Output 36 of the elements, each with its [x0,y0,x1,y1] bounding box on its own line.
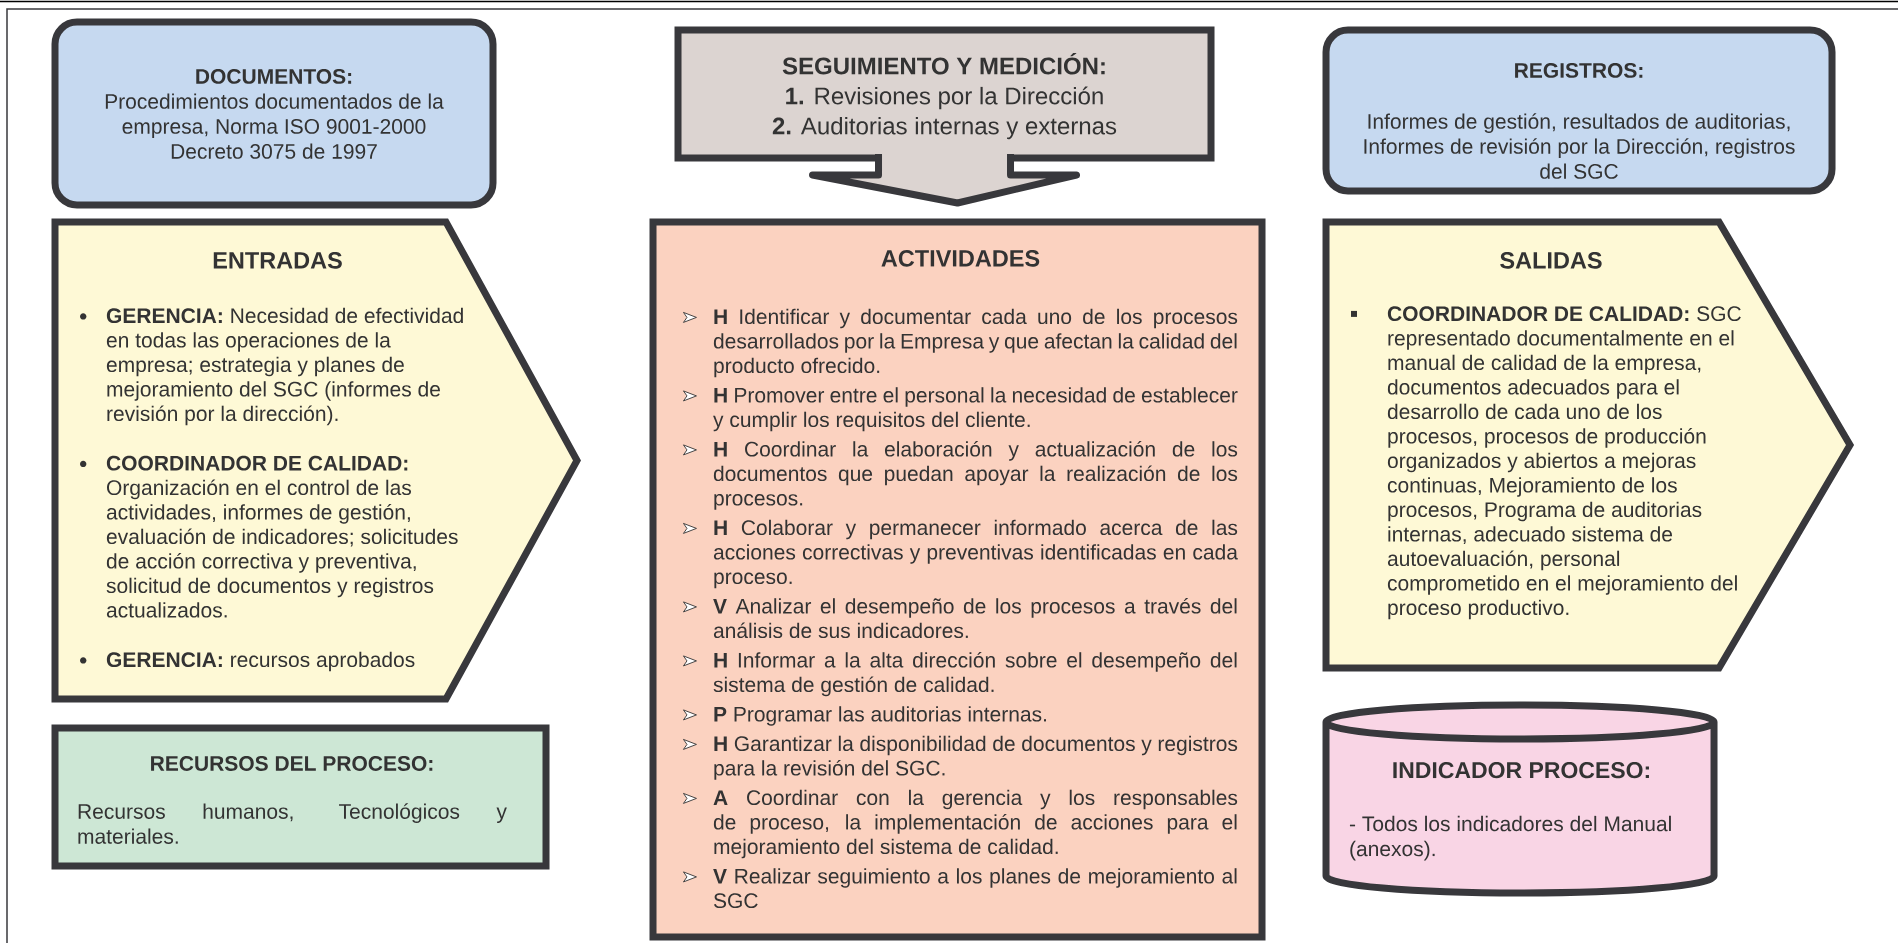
heading: SEGUIMIENTO Y MEDICIÓN: [782,53,1105,75]
list-item: GERENCIA: Necesidad de efectividad en todas las operaciones de la empresa; estrategia y planes de mejoramiento del SGC (informes de revisión por la dirección). [80,307,463,426]
heading: ACTIVIDADES [881,250,1040,267]
pentagon-arrow-box [51,218,581,703]
process-box [649,218,1266,941]
process-box [51,724,550,870]
body-text: 1. Revisiones por la Dirección [786,86,1103,110]
heading: RECURSOS DEL PROCESO: [151,756,433,771]
list-item: H Promover entre el personal la necesidad de establecer y cumplir los requisitos del cliente. [683,387,1238,432]
list-item: H Garantizar la disponibilidad de documentos y registros para la revisión del SGC. [683,735,1238,780]
heading: ENTRADAS [213,252,342,269]
body-text: Procedimientos documentados de la empresa, Norma ISO 9001-2000 Decreto 3075 de 1997 [105,93,444,159]
list-item: COORDINADOR DE CALIDAD: SGC representado documentalmente en el manual de calidad de la empresa, documentos adecuados para el desarrollo de cada uno de los procesos, procesos de producción organizados y abiertos a mejoras continuas, Mejoramiento de los procesos, Programa de auditorias internas, adecuado sistema de autoevaluación, personal comprometido en el mejoramiento del proceso productivo. [1351,306,1741,620]
heading: REGISTROS: [1515,63,1643,78]
process-box [674,26,1215,162]
pentagon-arrow-box [1322,218,1855,672]
list-item: A Coordinar con la gerencia y los responsables de proceso, la implementación de acciones para el mejoramiento del sistema de calidad. [683,789,1238,859]
list-item: COORDINADOR DE CALIDAD: Organización en el control de las actividades, informes de gestión, evaluación de indicadores; solicitudes de acción correctiva y preventiva, solicitud de documentos y registros actualizados. [80,455,458,618]
body-text: Informes de gestión, resultados de auditorias, Informes de revisión por la Dirección, registros del SGC [1364,113,1795,179]
rounded-box [51,18,497,209]
list-item: H Informar a la alta dirección sobre el desempeño del sistema de gestión de calidad. [683,651,1237,697]
list-item: P Programar las auditorias internas. [683,706,1046,726]
cylinder-shape [1322,701,1718,897]
heading: INDICADOR PROCESO: [1393,762,1649,779]
heading: SALIDAS [1500,252,1602,269]
rounded-box [1322,26,1836,195]
list-item: H Identificar y documentar cada uno de los procesos desarrollados por la Empresa y que afectan la calidad del producto ofrecido. [683,308,1238,378]
body-text: - Todos los indicadores del Manual (anexos). [1349,815,1671,861]
list-item: GERENCIA: recursos aprobados [80,651,415,672]
list-item: V Analizar el desempeño de los procesos a través del análisis de sus indicadores. [683,597,1237,639]
list-item: H Coordinar la elaboración y actualización de los documentos que puedan apoyar la realización de los procesos. [683,440,1238,510]
list-item: H Colaborar y permanecer informado acerca de las acciones correctivas y preventivas identificadas en cada proceso. [683,519,1238,589]
body-text: 2. Auditorias internas y externas [772,116,1117,140]
list-item: V Realizar seguimiento a los planes de mejoramiento al SGC [683,868,1237,909]
body-text: Recursos humanos, Tecnológicos y materiales. [78,803,507,844]
heading: DOCUMENTOS: [196,69,352,84]
